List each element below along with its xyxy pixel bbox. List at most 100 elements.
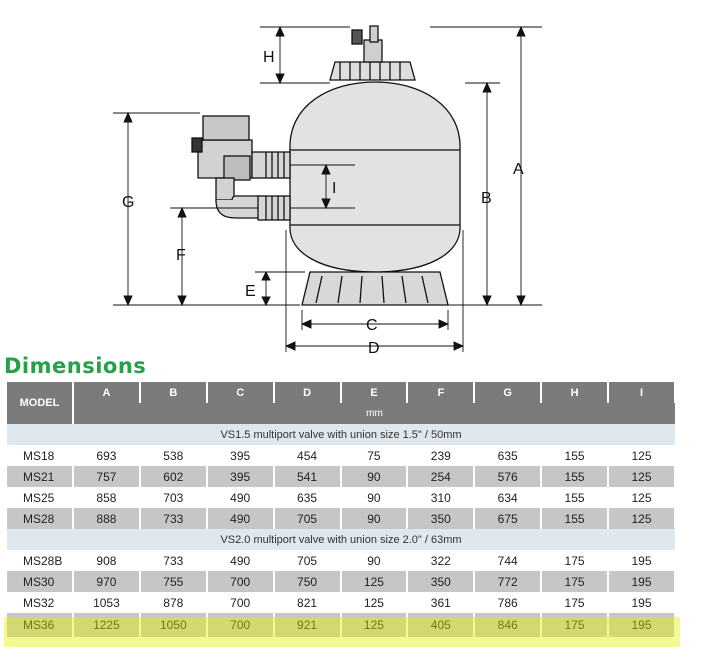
value-cell-a: 908 <box>73 550 141 571</box>
group-title: VS2.0 multiport valve with union size 2.… <box>7 529 675 550</box>
units-row: mm <box>7 403 675 424</box>
model-cell: MS32 <box>7 592 74 613</box>
value-cell-g: 675 <box>474 508 543 529</box>
value-cell-c: 490 <box>206 487 275 508</box>
value-cell-f: 322 <box>407 550 476 571</box>
column-header-i: I <box>608 382 676 403</box>
value-cell-a: 693 <box>73 445 141 466</box>
value-cell-c: 490 <box>206 508 275 529</box>
value-cell-d: 541 <box>273 466 342 487</box>
tank-base <box>301 271 449 306</box>
model-cell: MS18 <box>7 445 74 466</box>
value-cell-e: 90 <box>340 487 409 508</box>
value-cell-c: 700 <box>206 613 275 637</box>
value-cell-b: 703 <box>139 487 208 508</box>
value-cell-a: 858 <box>73 487 141 508</box>
value-cell-a: 970 <box>73 571 141 592</box>
table-header-row: MODEL A B C D E F G H I <box>7 382 676 424</box>
value-cell-i: 125 <box>608 508 676 529</box>
value-cell-b: 602 <box>139 466 208 487</box>
tank-lid <box>329 61 416 81</box>
column-header-a: A <box>73 382 141 403</box>
dim-label-d: D <box>368 340 380 356</box>
value-cell-d: 705 <box>273 508 342 529</box>
value-cell-g: 846 <box>474 613 543 637</box>
value-cell-b: 538 <box>139 445 208 466</box>
value-cell-d: 921 <box>273 613 342 637</box>
value-cell-e: 125 <box>340 592 409 613</box>
value-cell-c: 395 <box>206 445 275 466</box>
value-cell-g: 786 <box>474 592 543 613</box>
value-cell-e: 125 <box>340 571 409 592</box>
dim-label-c: C <box>366 317 378 334</box>
value-cell-e: 90 <box>340 508 409 529</box>
value-cell-f: 405 <box>407 613 476 637</box>
dimension-letters: A B C D E F G H I <box>122 49 524 356</box>
value-cell-h: 175 <box>541 592 609 613</box>
group-title: VS1.5 multiport valve with union size 1.… <box>7 424 675 445</box>
value-cell-f: 239 <box>407 445 476 466</box>
group-row: VS2.0 multiport valve with union size 2.… <box>7 529 675 550</box>
value-cell-g: 634 <box>474 487 543 508</box>
value-cell-c: 490 <box>206 550 275 571</box>
value-cell-a: 1225 <box>73 613 141 637</box>
column-header-f: F <box>407 382 476 403</box>
value-cell-b: 755 <box>139 571 208 592</box>
dim-label-a: A <box>513 161 524 178</box>
model-cell: MS28 <box>7 508 74 529</box>
model-cell: MS21 <box>7 466 74 487</box>
value-cell-f: 361 <box>407 592 476 613</box>
value-cell-g: 635 <box>474 445 543 466</box>
value-cell-i: 125 <box>608 487 676 508</box>
column-header-g: G <box>474 382 543 403</box>
value-cell-a: 757 <box>73 466 141 487</box>
value-cell-i: 195 <box>608 592 676 613</box>
value-cell-e: 90 <box>340 466 409 487</box>
value-cell-d: 750 <box>273 571 342 592</box>
value-cell-h: 155 <box>541 487 609 508</box>
column-header-h: H <box>541 382 609 403</box>
value-cell-c: 700 <box>206 571 275 592</box>
value-cell-h: 175 <box>541 613 609 637</box>
dim-label-b: B <box>481 190 492 207</box>
group-row: VS1.5 multiport valve with union size 1.… <box>7 424 675 445</box>
value-cell-d: 454 <box>273 445 342 466</box>
column-header-c: C <box>206 382 275 403</box>
value-cell-h: 155 <box>541 508 609 529</box>
dimension-lines <box>113 25 542 352</box>
value-cell-i: 125 <box>608 466 676 487</box>
value-cell-h: 155 <box>541 445 609 466</box>
filter-drawing <box>191 25 461 306</box>
value-cell-d: 821 <box>273 592 342 613</box>
model-cell: MS36 <box>7 613 74 637</box>
model-cell: MS28B <box>7 550 74 571</box>
dim-label-f: F <box>176 247 186 264</box>
value-cell-a: 888 <box>73 508 141 529</box>
value-cell-f: 350 <box>407 571 476 592</box>
value-cell-b: 733 <box>139 508 208 529</box>
units-label: mm <box>73 403 675 424</box>
model-column-header: MODEL <box>7 382 74 424</box>
value-cell-g: 772 <box>474 571 543 592</box>
value-cell-b: 733 <box>139 550 208 571</box>
lower-union <box>257 195 291 221</box>
value-cell-c: 395 <box>206 466 275 487</box>
value-cell-c: 700 <box>206 592 275 613</box>
table-body: VS1.5 multiport valve with union size 1.… <box>7 424 676 637</box>
column-header-e: E <box>340 382 409 403</box>
value-cell-a: 1053 <box>73 592 141 613</box>
dim-label-i: I <box>332 180 336 197</box>
value-cell-e: 75 <box>340 445 409 466</box>
value-cell-i: 125 <box>608 445 676 466</box>
value-cell-f: 350 <box>407 508 476 529</box>
value-cell-e: 90 <box>340 550 409 571</box>
value-cell-h: 175 <box>541 550 609 571</box>
dimensions-table: MODEL A B C D E F G H I mm VS1.5 multipo… <box>7 382 676 637</box>
value-cell-i: 195 <box>608 571 676 592</box>
